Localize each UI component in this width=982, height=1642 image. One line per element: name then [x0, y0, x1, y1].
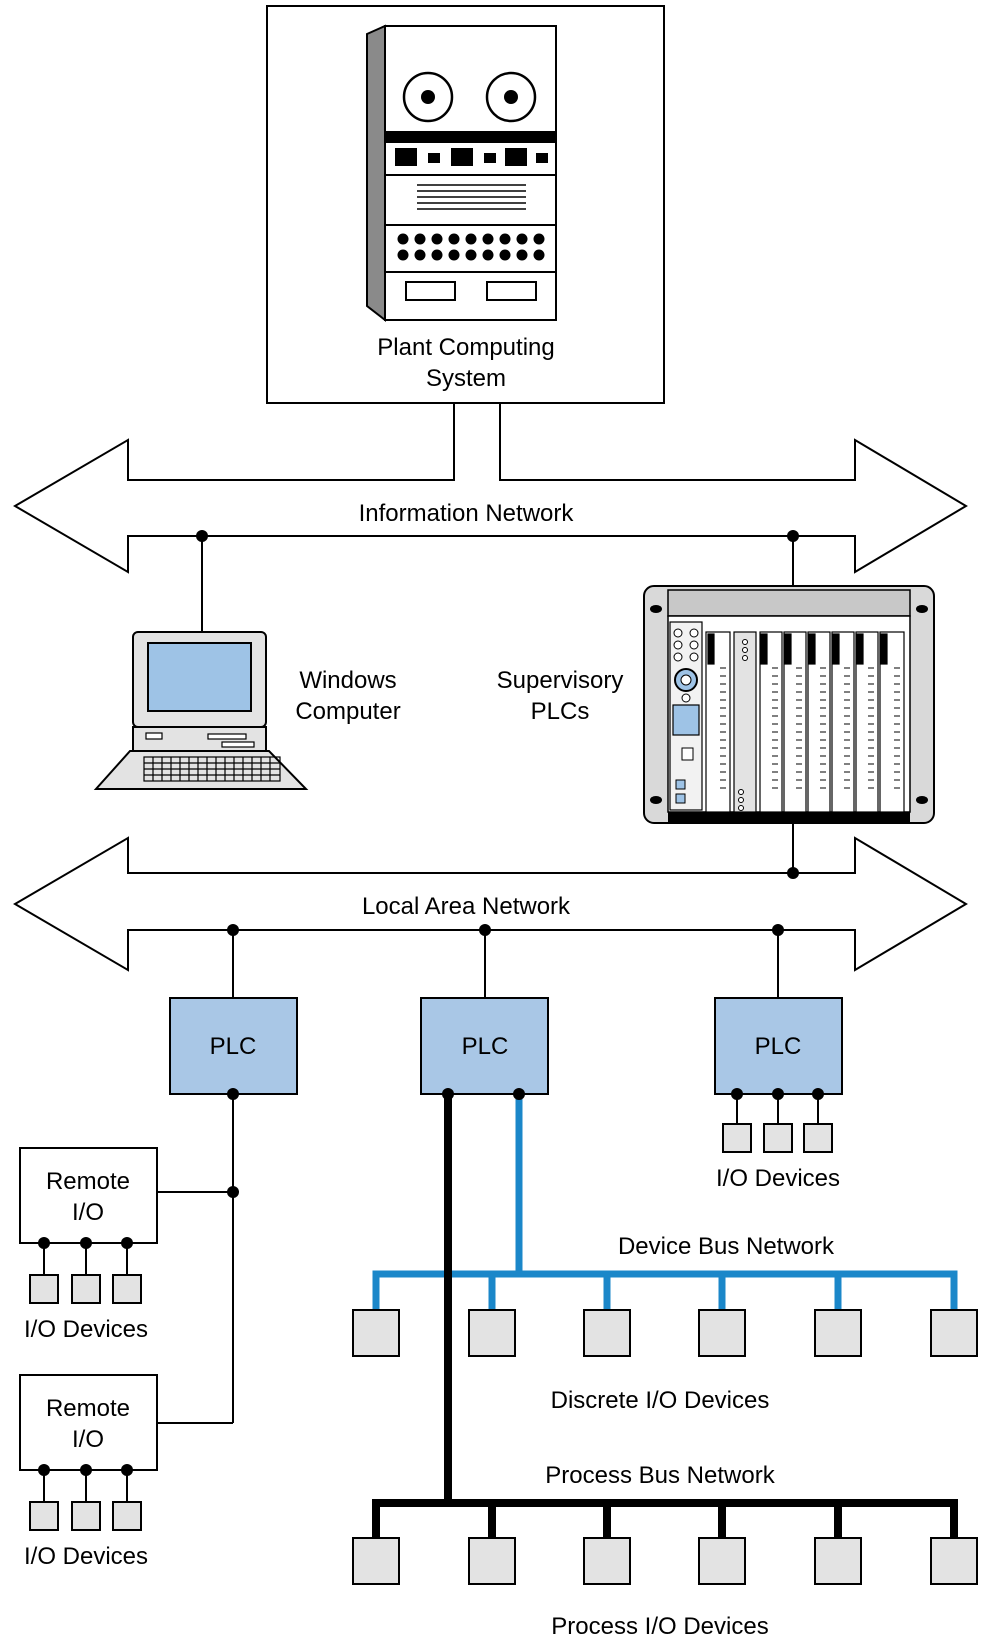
io-device [722, 1123, 752, 1153]
io-device [71, 1274, 101, 1304]
plc2-node [479, 924, 491, 936]
process-bus-label: Process Bus Network [545, 1462, 775, 1489]
process-io-devices-label: Process I/O Devices [551, 1613, 768, 1640]
plant-label-line1: Plant Computing [377, 334, 554, 361]
io-device [352, 1537, 400, 1585]
plc3-io-devices-label: I/O Devices [716, 1165, 840, 1192]
mainframe-icon [366, 24, 557, 323]
discrete-io-devices-label: Discrete I/O Devices [551, 1387, 770, 1414]
plc3-io-devices: I/O Devices [716, 1088, 840, 1192]
io-device [930, 1537, 978, 1585]
supervisory-lan-node [787, 867, 799, 879]
plc-1-label: PLC [210, 1033, 257, 1060]
process-bus-node [442, 1088, 454, 1100]
plc-2: PLC [420, 997, 549, 1095]
remote-io-1-junction [227, 1186, 239, 1198]
plant-computing-system: Plant Computing System [266, 5, 665, 404]
process-bus-network [372, 1090, 958, 1542]
plc-1: PLC [169, 997, 298, 1095]
io-device [112, 1274, 142, 1304]
io-device [112, 1501, 142, 1531]
information-network-arrow [13, 402, 968, 574]
discrete-io-devices [352, 1309, 978, 1357]
io-device [71, 1501, 101, 1531]
plant-label-line2: System [426, 365, 506, 392]
device-bus-network [372, 1090, 958, 1314]
io-device [803, 1123, 833, 1153]
supervisory-node [787, 530, 799, 542]
lan-label: Local Area Network [362, 893, 571, 920]
remote-io-1: Remote I/O I/O Devices [19, 1147, 158, 1343]
remote-io-2: Remote I/O I/O Devices [19, 1374, 158, 1570]
io-device [468, 1309, 516, 1357]
windows-label-line1: Windows [299, 667, 396, 694]
windows-label-line2: Computer [295, 698, 400, 725]
io-device [698, 1537, 746, 1585]
io-device [583, 1309, 631, 1357]
io-device [468, 1537, 516, 1585]
io-device [583, 1537, 631, 1585]
io-device [930, 1309, 978, 1357]
supervisory-plc-rack-icon [643, 585, 935, 824]
io-device [352, 1309, 400, 1357]
io-device [698, 1309, 746, 1357]
plc1-out-node [227, 1088, 239, 1100]
io-device [763, 1123, 793, 1153]
plc-3-label: PLC [755, 1033, 802, 1060]
device-bus-node [513, 1088, 525, 1100]
windows-node [196, 530, 208, 542]
plc-3: PLC [714, 997, 843, 1095]
supervisory-label-line2: PLCs [531, 698, 590, 725]
information-network-label: Information Network [359, 500, 575, 527]
io-device [29, 1274, 59, 1304]
remote-io-1-devices-label: I/O Devices [24, 1316, 148, 1343]
plc-2-label: PLC [462, 1033, 509, 1060]
remote-io-2-label-line2: I/O [72, 1426, 104, 1453]
plc3-node [772, 924, 784, 936]
remote-io-1-label-line1: Remote [46, 1168, 130, 1195]
io-device [29, 1501, 59, 1531]
remote-io-1-label-line2: I/O [72, 1199, 104, 1226]
remote-io-2-label-line1: Remote [46, 1395, 130, 1422]
device-bus-label: Device Bus Network [618, 1233, 835, 1260]
local-area-network-arrow [13, 836, 968, 972]
supervisory-label-line1: Supervisory [497, 667, 624, 694]
process-io-devices [352, 1537, 978, 1585]
plc1-node [227, 924, 239, 936]
io-device [814, 1537, 862, 1585]
io-device [814, 1309, 862, 1357]
remote-io-2-devices-label: I/O Devices [24, 1543, 148, 1570]
windows-computer-icon [93, 631, 309, 790]
